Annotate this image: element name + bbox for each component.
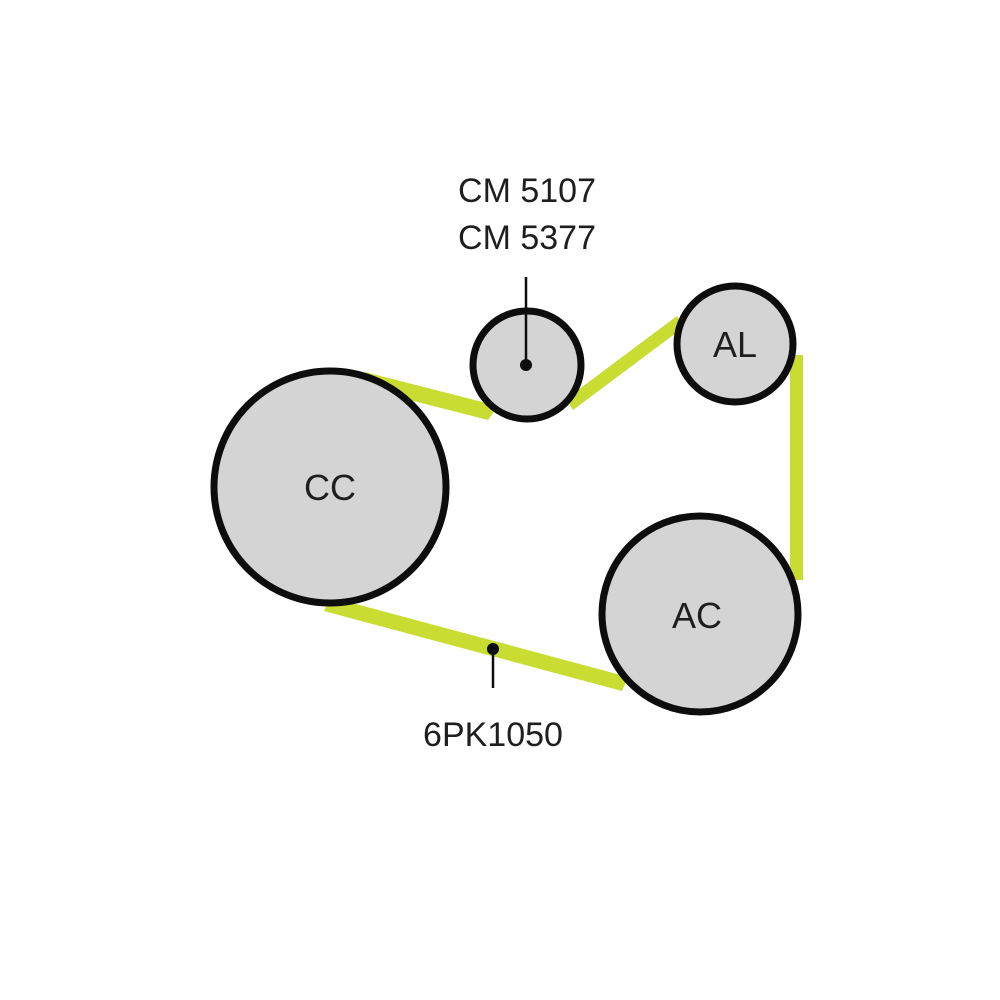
belt-segment-cc-idler: [355, 372, 498, 420]
pulley-al: [673, 282, 797, 406]
pulley-label-al: AL: [713, 324, 757, 365]
pulley-cc: [210, 367, 450, 607]
belt-part-number: 6PK1050: [423, 716, 563, 754]
idler-part-number-1: CM 5107: [458, 172, 596, 210]
belt-segment-al-ac: [790, 355, 803, 580]
idler-callout-dot: [520, 359, 532, 371]
belt-callout: [487, 643, 499, 688]
idler-callout: [520, 277, 532, 371]
pulley-label-cc: CC: [304, 467, 356, 508]
idler-part-number-2: CM 5377: [458, 219, 596, 257]
belt-segment-idler-al: [566, 316, 684, 410]
pulley-label-ac: AC: [672, 595, 722, 636]
pulley-ac: [598, 512, 802, 716]
belt-segment-cc-ac: [324, 597, 628, 691]
belt: [324, 316, 803, 691]
